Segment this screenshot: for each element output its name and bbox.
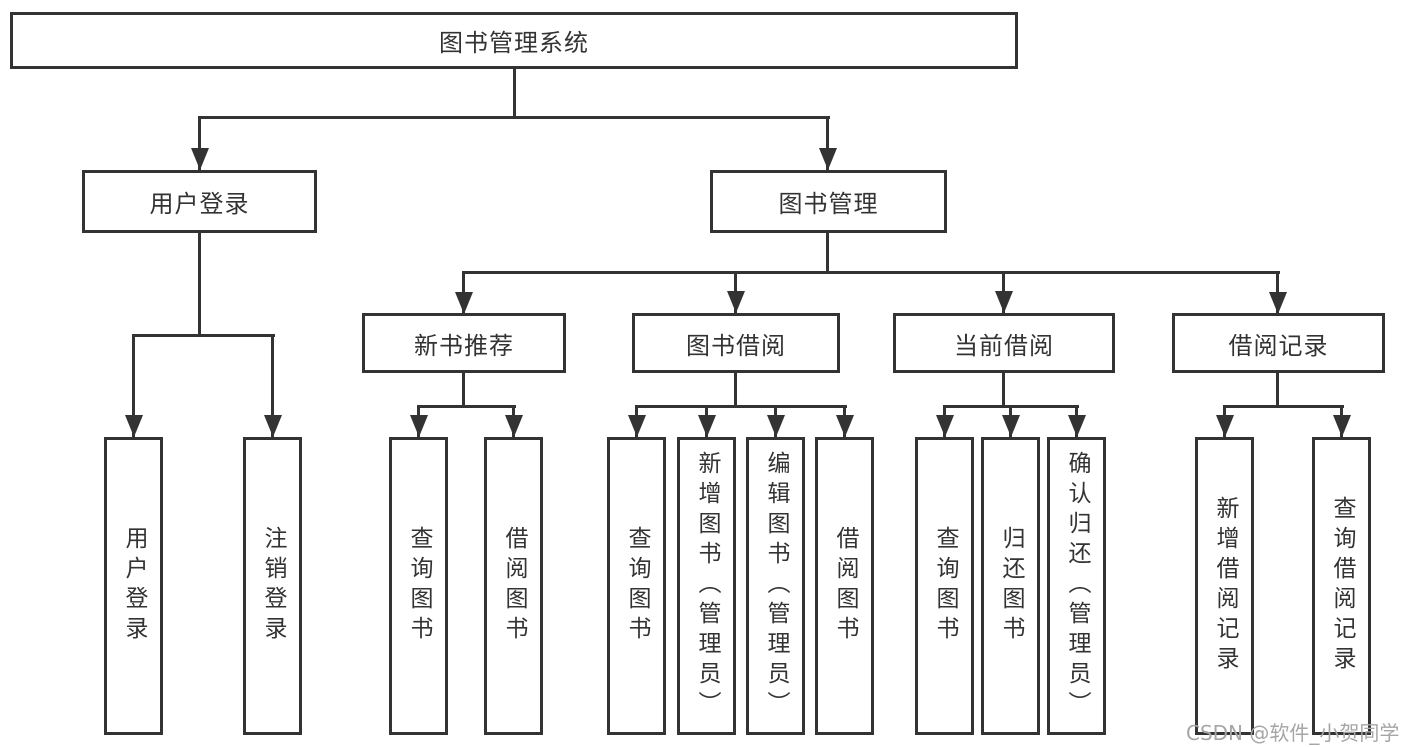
connector-line <box>635 405 847 408</box>
connector-line <box>462 373 465 407</box>
connector-line <box>826 117 829 170</box>
connector-line <box>417 405 516 408</box>
leaf-logout: 注销登录 <box>243 437 302 735</box>
arrow-down-icon <box>995 291 1013 313</box>
arrow-down-icon <box>264 415 282 437</box>
connector-line <box>462 271 1280 274</box>
leaf-query-books-recommend: 查询图书 <box>389 437 448 735</box>
node-current-borrowing: 当前借阅 <box>893 313 1115 373</box>
arrow-down-icon <box>455 292 473 314</box>
leaf-borrow-books-recommend: 借阅图书 <box>484 437 543 735</box>
arrow-down-icon <box>698 415 716 437</box>
node-library-management-system: 图书管理系统 <box>10 12 1018 69</box>
leaf-return-books: 归还图书 <box>981 437 1040 735</box>
leaf-borrow-books: 借阅图书 <box>815 437 874 735</box>
connector-line <box>734 373 737 407</box>
leaf-confirm-return-admin: 确认归还（管理员） <box>1047 437 1106 735</box>
leaf-query-books-borrow: 查询图书 <box>607 437 666 735</box>
connector-line <box>1223 405 1344 408</box>
node-borrowing-records: 借阅记录 <box>1172 313 1385 373</box>
leaf-add-borrow-record: 新增借阅记录 <box>1195 437 1254 735</box>
connector-line <box>198 116 830 119</box>
leaf-query-borrow-record: 查询借阅记录 <box>1312 437 1371 735</box>
leaf-user-login: 用户登录 <box>104 437 163 735</box>
leaf-add-books-admin: 新增图书（管理员） <box>677 437 736 735</box>
arrow-down-icon <box>1333 415 1351 437</box>
arrow-down-icon <box>836 415 854 437</box>
arrow-down-icon <box>1002 415 1020 437</box>
arrow-down-icon <box>767 415 785 437</box>
arrow-down-icon <box>727 291 745 313</box>
arrow-down-icon <box>628 415 646 437</box>
connector-line <box>826 233 829 273</box>
node-user-login: 用户登录 <box>82 170 317 233</box>
arrow-down-icon <box>1216 415 1234 437</box>
arrow-down-icon <box>410 415 428 437</box>
arrow-down-icon <box>125 415 143 437</box>
connector-line <box>1276 373 1279 407</box>
arrow-down-icon <box>819 148 837 170</box>
leaf-query-books-current: 查询图书 <box>915 437 974 735</box>
leaf-edit-books-admin: 编辑图书（管理员） <box>746 437 805 735</box>
csdn-watermark: CSDN @软件_小贺同学 <box>1186 721 1400 745</box>
connector-line <box>198 117 201 170</box>
node-book-borrowing: 图书借阅 <box>632 313 840 373</box>
connector-line <box>513 68 516 117</box>
arrow-down-icon <box>191 148 209 170</box>
connector-line <box>198 233 201 336</box>
node-book-management: 图书管理 <box>710 170 947 233</box>
connector-line <box>271 336 274 437</box>
connector-line <box>132 336 135 437</box>
arrow-down-icon <box>1269 292 1287 314</box>
connector-line <box>132 334 275 337</box>
arrow-down-icon <box>505 415 523 437</box>
arrow-down-icon <box>936 415 954 437</box>
node-new-book-recommendation: 新书推荐 <box>362 313 566 373</box>
connector-line <box>1002 373 1005 407</box>
arrow-down-icon <box>1068 415 1086 437</box>
connector-line <box>943 405 1079 408</box>
